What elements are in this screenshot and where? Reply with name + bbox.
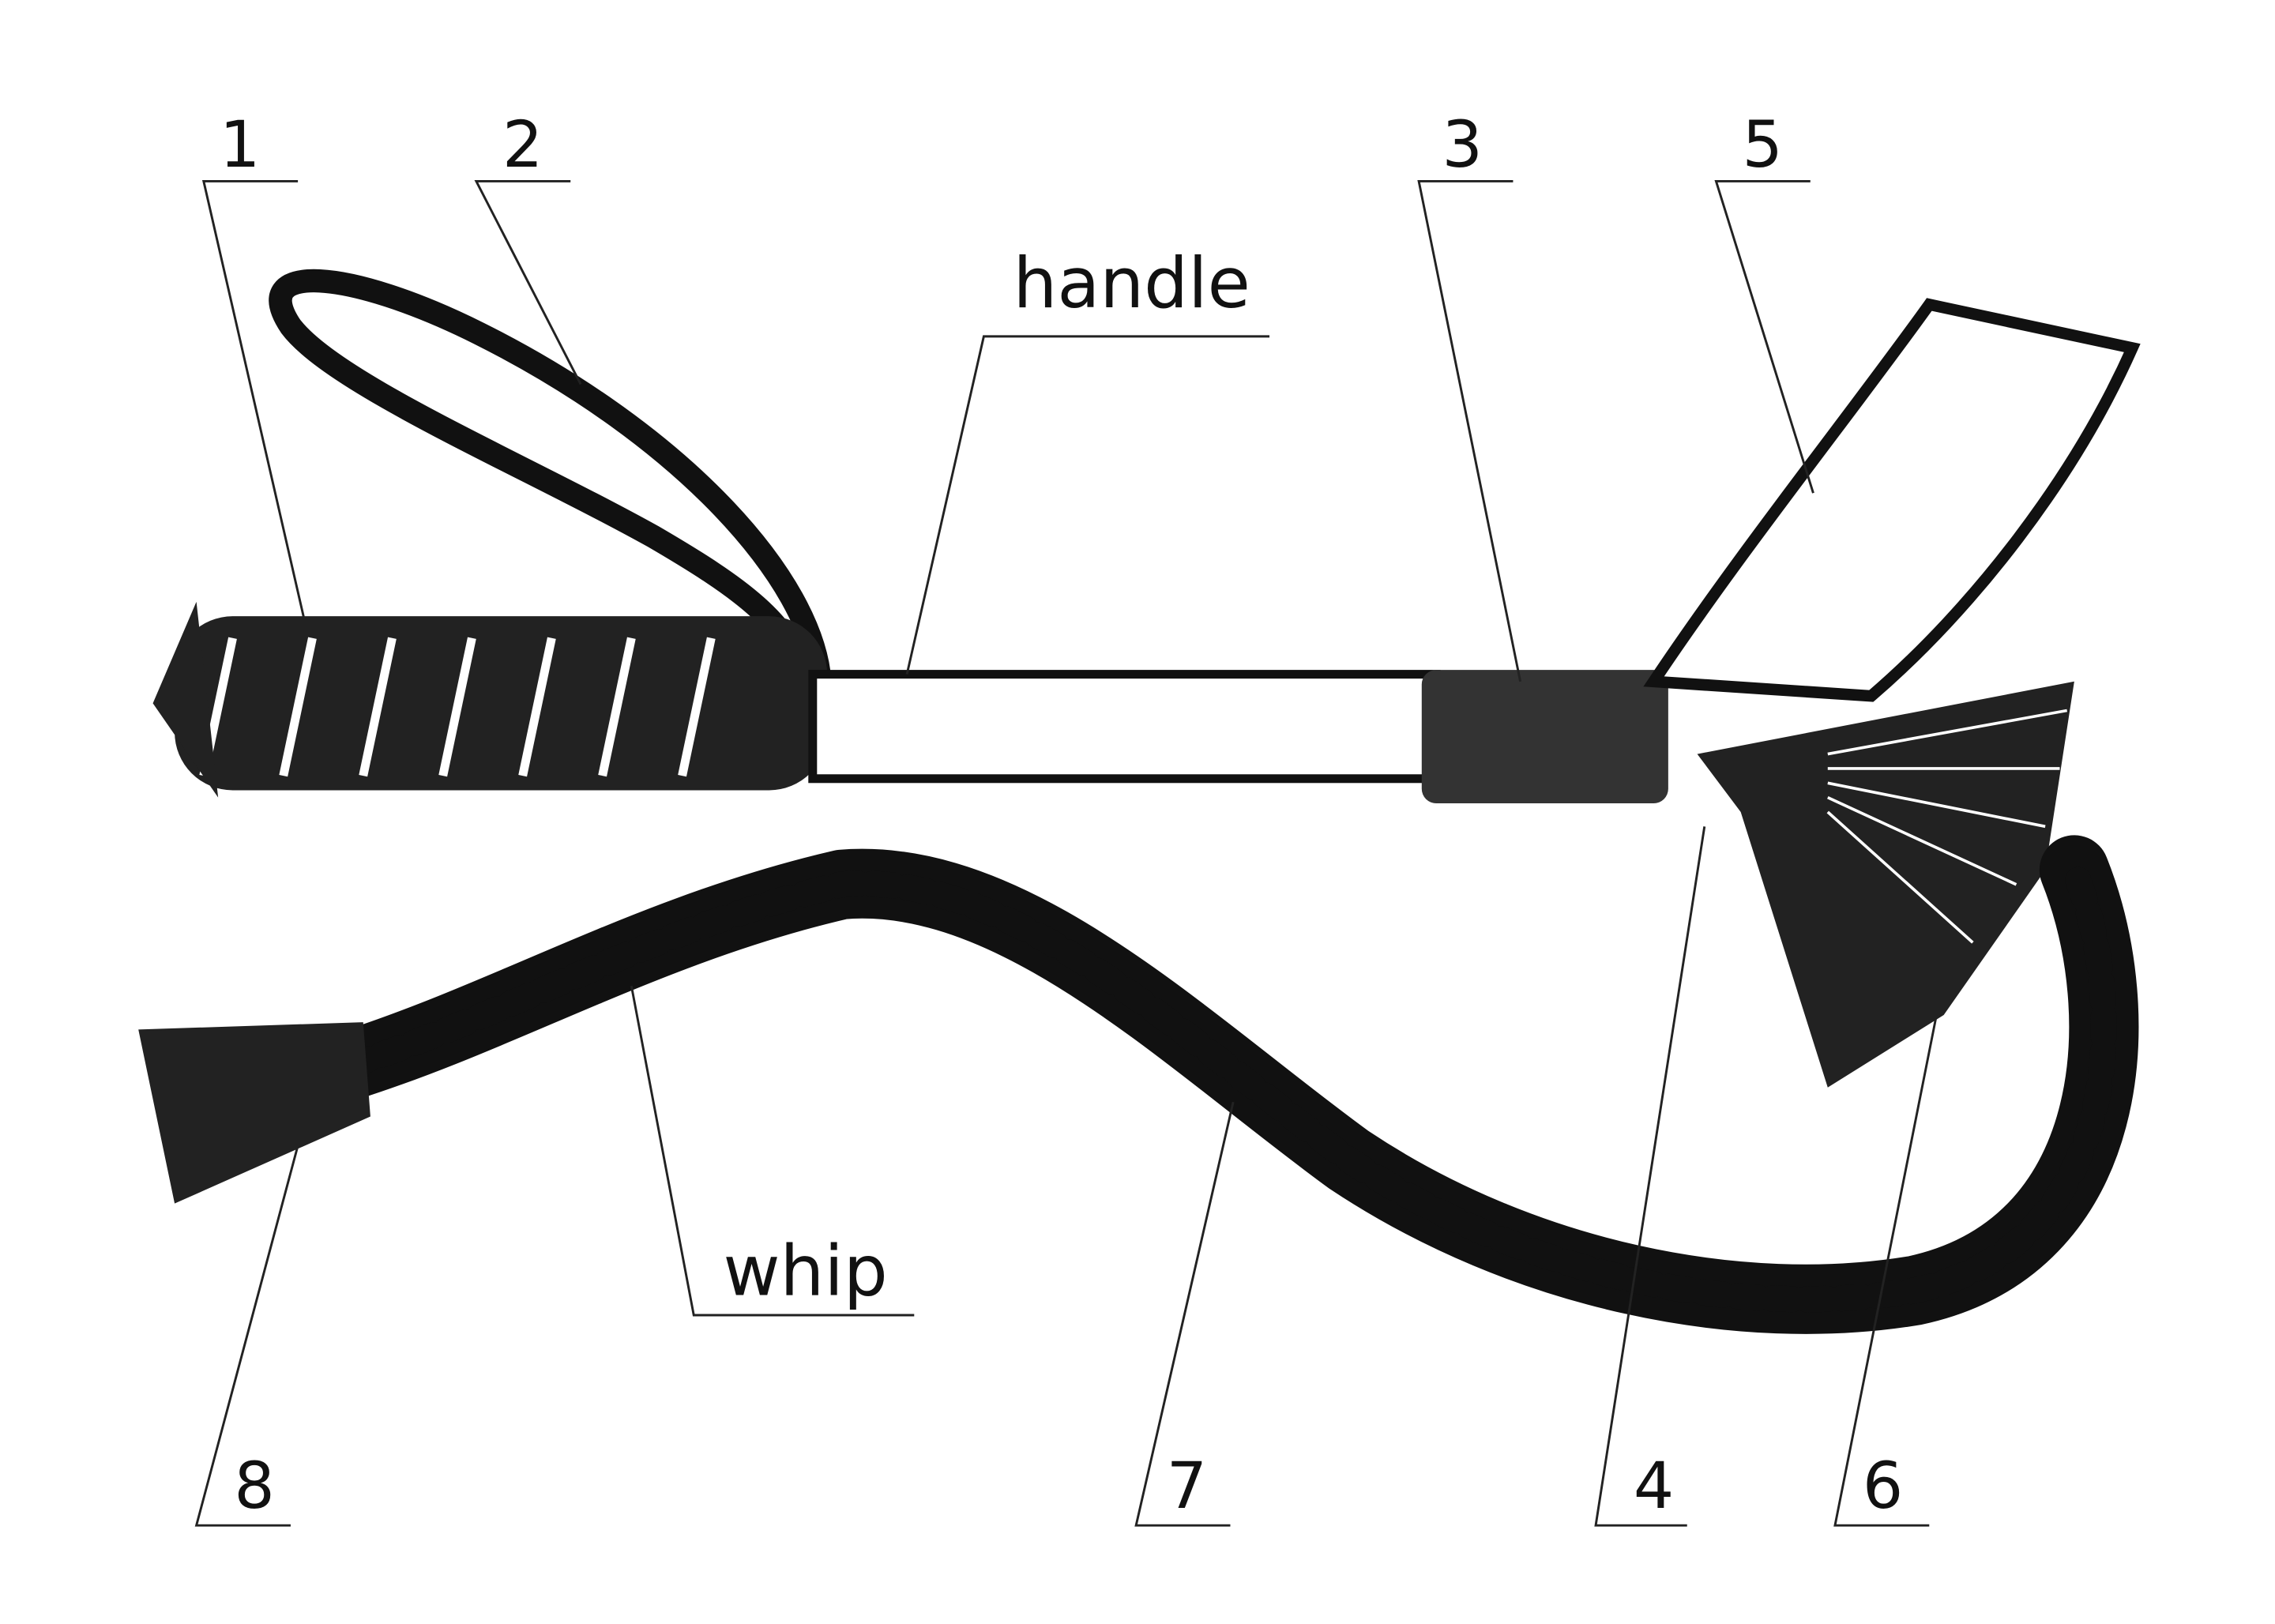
label-text: whip (723, 1230, 887, 1311)
leader-line (474, 179, 582, 385)
leader-line (1714, 179, 1814, 494)
handle-end-knob (152, 601, 219, 798)
label-text: handle (1013, 242, 1250, 324)
label-text: 8 (234, 1449, 274, 1524)
label-4: 4 (1594, 826, 1706, 1527)
leader-line (905, 335, 1270, 675)
fan-ribs (1826, 709, 2068, 944)
whip-lash-inner (335, 856, 2117, 1313)
handle-ferrule (1421, 670, 1668, 803)
grip-spiral-wrap (199, 637, 716, 777)
wrist-loop (269, 269, 832, 694)
leader-line (201, 179, 306, 624)
label-text: 6 (1863, 1449, 1903, 1524)
label-text: 4 (1634, 1449, 1674, 1524)
whip-illustration (138, 269, 2141, 1334)
label-3: 3 (1417, 108, 1522, 682)
leader-line (630, 986, 915, 1317)
leader-line (1594, 826, 1706, 1527)
leader-line (1134, 1101, 1235, 1527)
label-text: 1 (220, 108, 260, 182)
label-whip: whip (630, 986, 915, 1317)
fan-tassel (1697, 681, 2074, 1088)
label-text: 5 (1742, 108, 1782, 182)
leader-line (1417, 179, 1522, 682)
leader-line (1833, 1014, 1938, 1527)
handle-shaft (808, 670, 1441, 784)
label-5: 5 (1714, 108, 1814, 494)
label-text: 2 (502, 108, 543, 182)
label-text: 7 (1167, 1449, 1207, 1524)
label-8: 8 (194, 1145, 299, 1527)
label-6: 6 (1833, 1014, 1938, 1527)
label-7: 7 (1134, 1101, 1235, 1527)
handle-grip (175, 616, 828, 791)
label-1: 1 (201, 108, 306, 624)
whip-end-knob (138, 1022, 370, 1204)
label-handle: handle (905, 242, 1270, 675)
label-2: 2 (474, 108, 582, 385)
label-text: 3 (1442, 108, 1483, 182)
leader-line (194, 1145, 299, 1527)
horn-flap (1643, 298, 2141, 702)
